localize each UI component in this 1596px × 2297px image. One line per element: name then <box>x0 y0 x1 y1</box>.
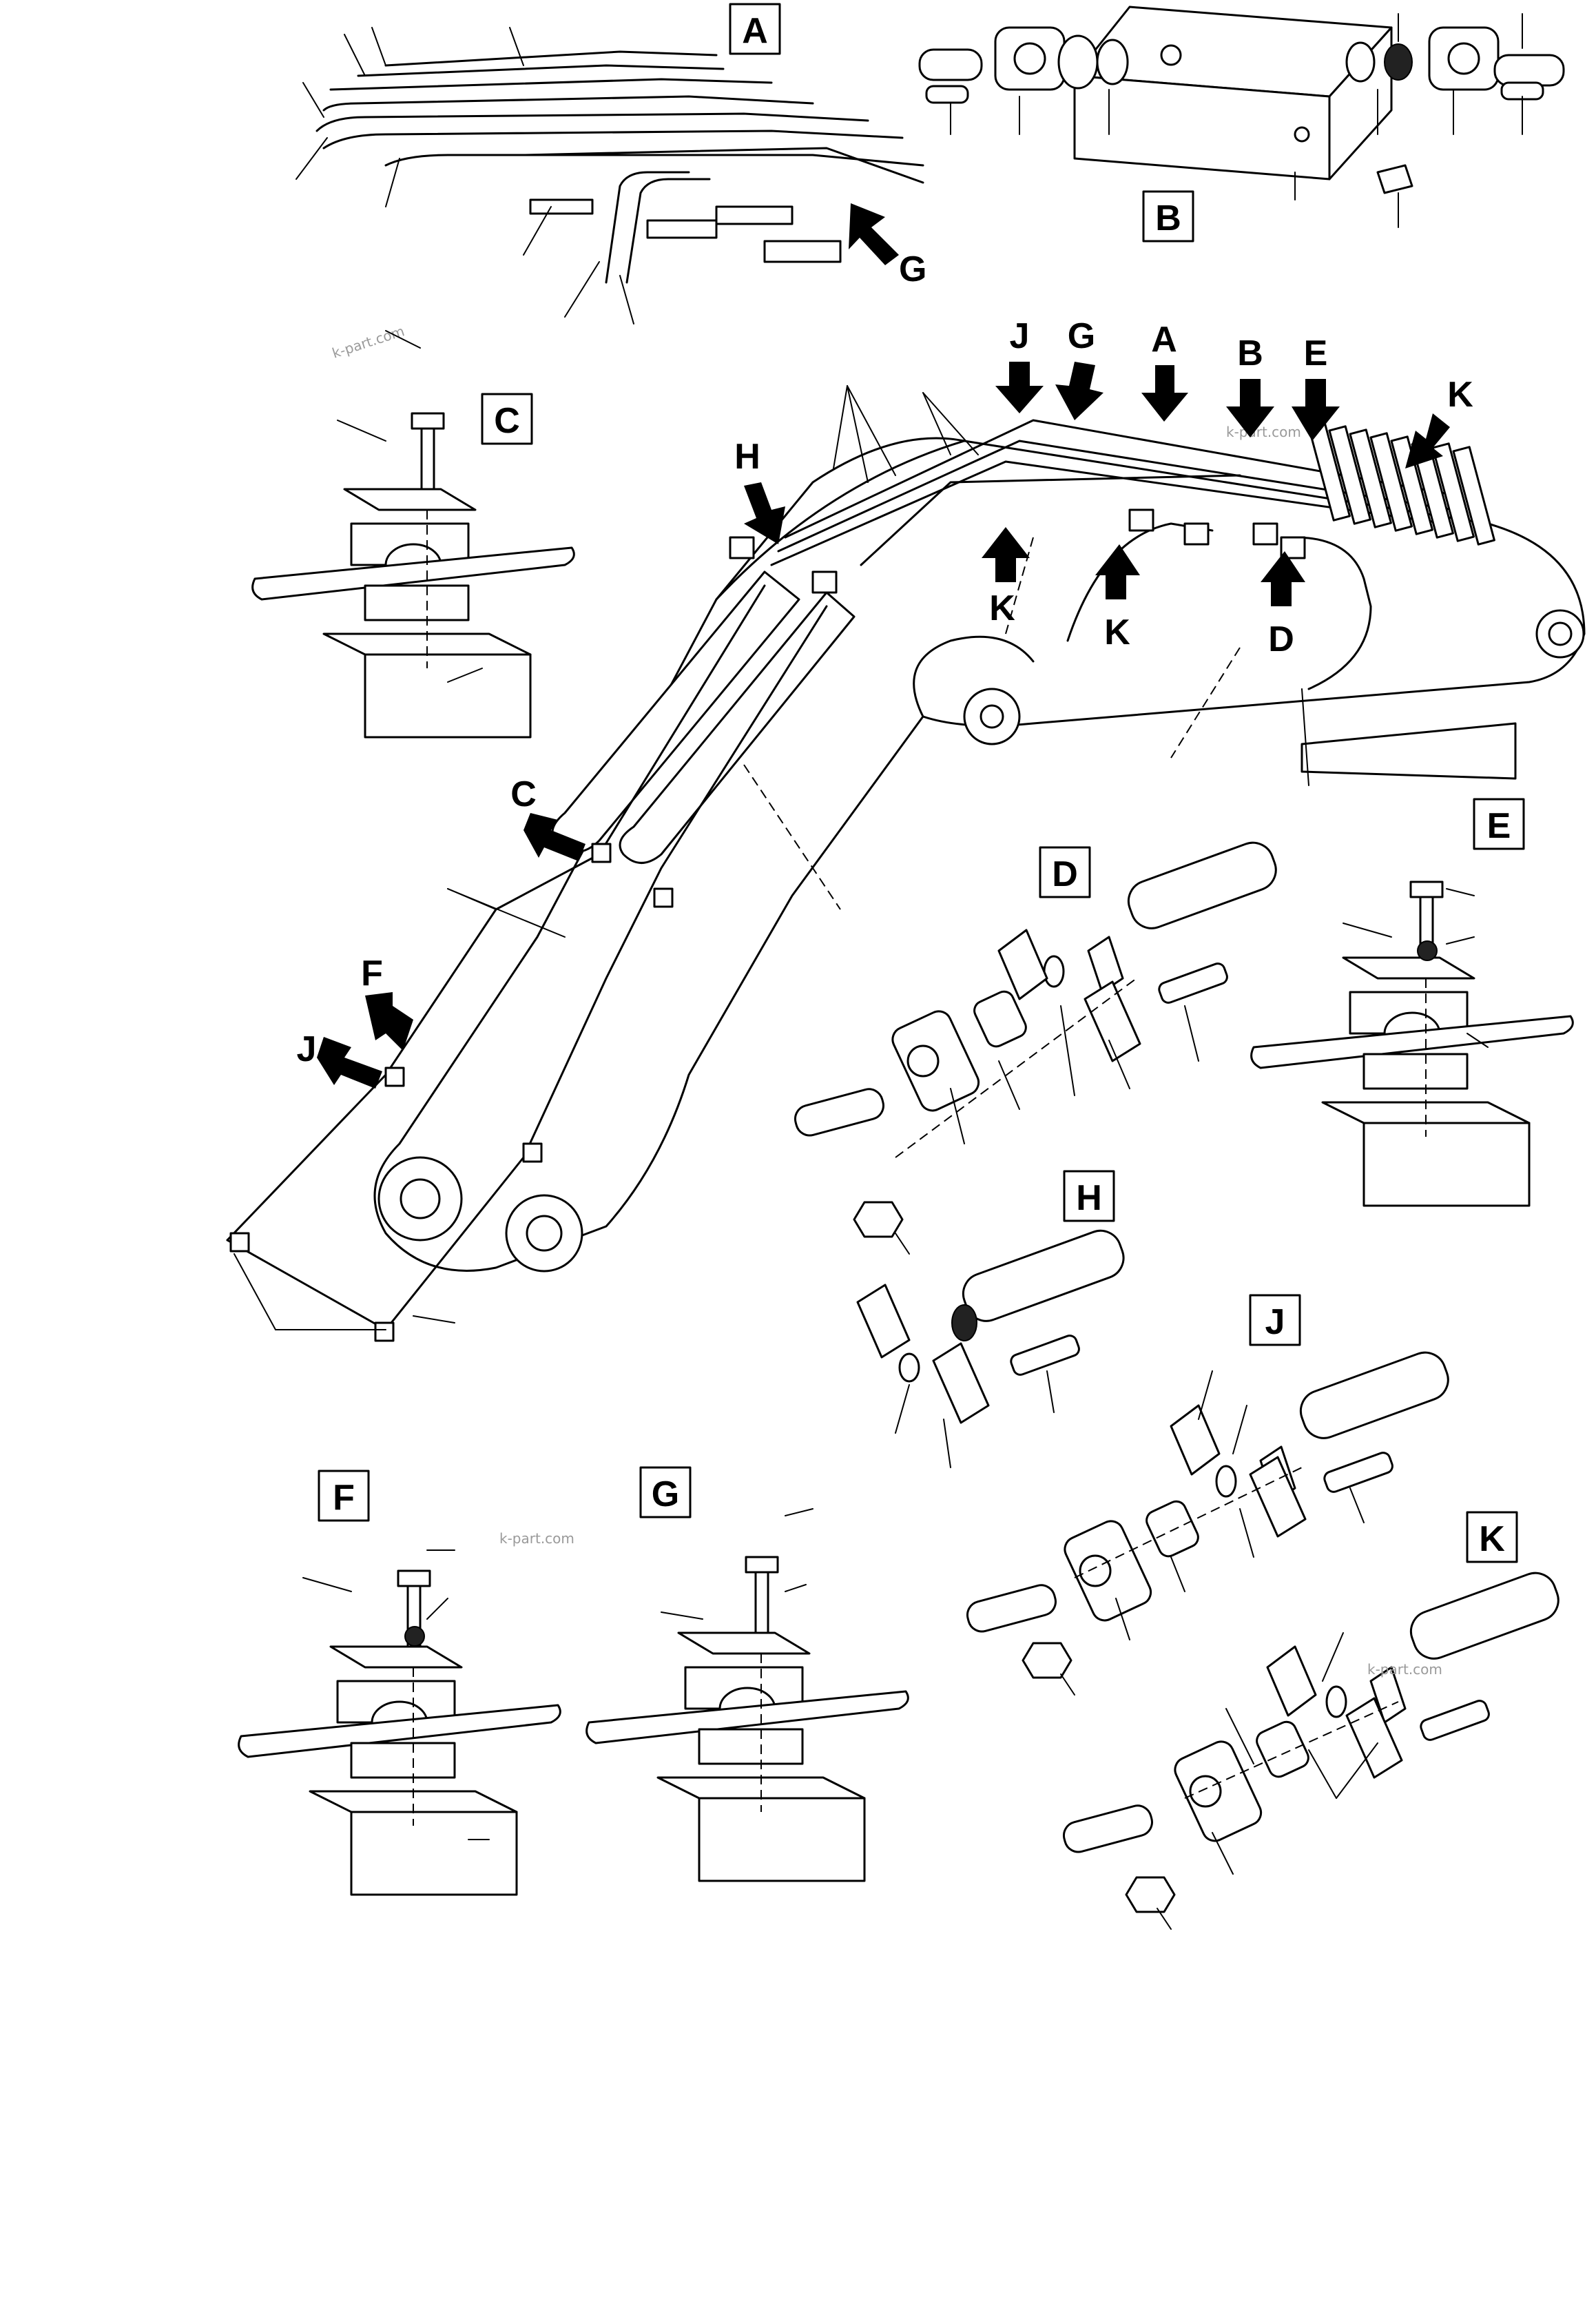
arrow-j-main: J <box>297 1029 382 1089</box>
detail-a-label: A <box>742 11 768 51</box>
detail-a-box <box>729 3 781 55</box>
arrow-d-main: D <box>1261 551 1305 659</box>
arrow-icon <box>744 482 785 544</box>
fitting-parts-b <box>918 26 1565 194</box>
arrow-label-k-mid2: K <box>1104 612 1130 652</box>
arrow-g-top: G <box>1055 316 1103 420</box>
arrow-label-h: H <box>734 437 760 477</box>
arrow-label-c-main: C <box>510 774 537 814</box>
arrow-icon <box>1226 379 1274 437</box>
detail-c-label: C <box>494 401 520 441</box>
detail-b-label: B <box>1155 198 1181 238</box>
tube-rack-k <box>1307 422 1495 546</box>
arrow-h: H <box>734 437 785 544</box>
arrow-icon <box>1292 379 1340 441</box>
detail-e-label: E <box>1487 806 1511 846</box>
arrow-label-g-detail: G <box>899 249 926 289</box>
detail-d-label: D <box>1052 854 1078 894</box>
arrow-label-e-top: E <box>1304 333 1328 373</box>
watermark-3: k-part.com <box>499 1530 574 1547</box>
tube-bundle <box>315 50 924 284</box>
arrow-label-d-main: D <box>1268 619 1294 659</box>
detail-k-box <box>1466 1511 1518 1563</box>
detail-d: D <box>794 836 1283 1255</box>
detail-f-box <box>318 1470 370 1522</box>
arrow-icon <box>317 1037 382 1089</box>
arrow-icon <box>1261 551 1305 606</box>
detail-f-label: F <box>333 1478 355 1518</box>
detail-h: H <box>856 1170 1125 1468</box>
arrow-icon <box>995 362 1044 413</box>
arrow-f-main: F <box>361 954 413 1051</box>
detail-b-box <box>1142 190 1194 243</box>
detail-d-box <box>1039 846 1091 898</box>
arrow-label-k-top: K <box>1447 375 1473 415</box>
arrow-icon <box>849 203 899 265</box>
callout-arrows: J G A B E K H K <box>297 316 1473 1089</box>
detail-g-box <box>639 1466 692 1518</box>
detail-k-label: K <box>1479 1519 1505 1559</box>
watermark-4: k-part.com <box>1367 1661 1442 1678</box>
arrow-label-k-mid1: K <box>989 588 1015 628</box>
main-boom-assembly: k-part.com <box>226 385 1586 1342</box>
arrow-icon <box>365 992 413 1051</box>
detail-b: B <box>918 6 1565 243</box>
arrow-label-g-top: G <box>1068 316 1095 356</box>
detail-c: C k-part.com <box>251 322 575 739</box>
arrow-a-top: A <box>1141 320 1188 422</box>
arrow-icon <box>1055 362 1103 420</box>
detail-j: J <box>966 1294 1455 1696</box>
arrow-c-main: C <box>510 774 585 861</box>
detail-h-label: H <box>1076 1178 1102 1218</box>
watermark-2: k-part.com <box>1226 424 1301 440</box>
arrow-j-top: J <box>995 316 1044 413</box>
detail-e-box <box>1473 798 1525 850</box>
detail-e: E <box>1250 798 1574 1207</box>
arrow-e-top: E <box>1292 333 1340 441</box>
arrow-label-b-top: B <box>1237 333 1263 373</box>
arrow-k-top: K <box>1405 375 1473 468</box>
leader-lines-a <box>296 27 634 325</box>
detail-g: G <box>585 1466 909 1882</box>
arrow-icon <box>524 813 585 861</box>
watermark-1: k-part.com <box>330 322 406 361</box>
detail-c-box <box>481 393 533 445</box>
valve-block <box>1073 6 1393 181</box>
arrow-label-a-top: A <box>1151 320 1177 360</box>
detail-h-box <box>1063 1170 1115 1222</box>
arrow-icon <box>982 527 1030 582</box>
arrow-label-j-main: J <box>297 1029 317 1069</box>
arrow-label-j-top: J <box>1010 316 1030 356</box>
arrow-label-f-main: F <box>361 954 383 993</box>
detail-j-label: J <box>1265 1302 1285 1342</box>
detail-a: A G <box>296 3 926 325</box>
arrow-icon <box>1095 544 1140 599</box>
arrow-b-top: B <box>1226 333 1274 437</box>
detail-k: K k-part.com <box>1062 1511 1566 1930</box>
arrow-k-mid2: K <box>1095 544 1140 652</box>
detail-g-label: G <box>652 1474 679 1514</box>
detail-f: F k-part.com <box>238 1470 574 1896</box>
arrow-icon <box>1405 413 1450 468</box>
detail-j-box <box>1249 1294 1301 1346</box>
arrow-icon <box>1141 365 1188 422</box>
arrow-k-mid1: K <box>982 527 1030 628</box>
leader-lines-b <box>950 13 1523 228</box>
